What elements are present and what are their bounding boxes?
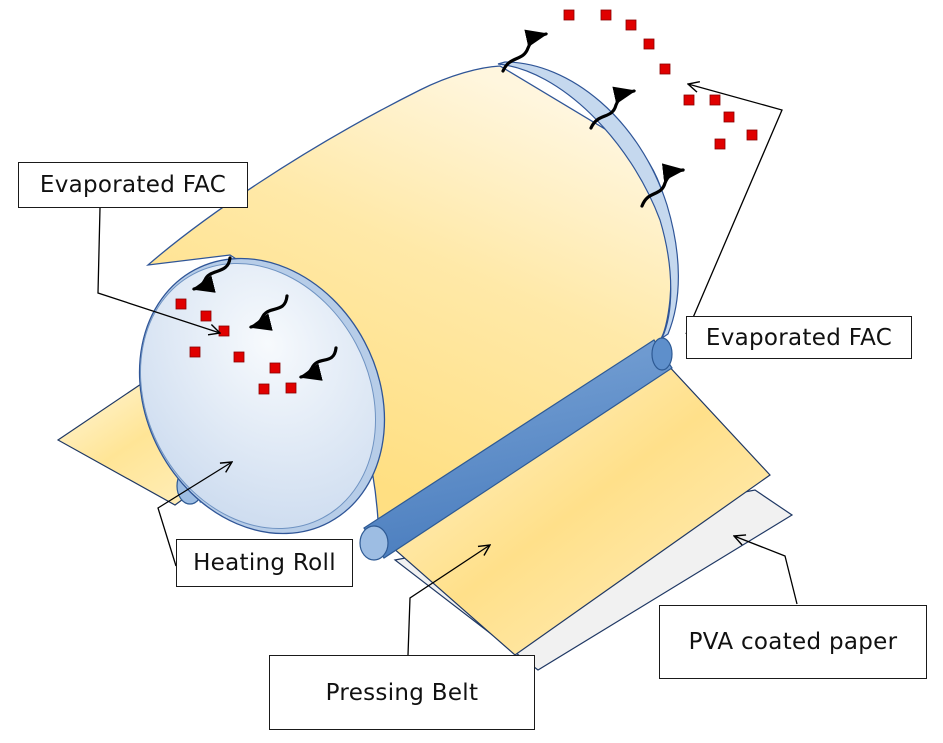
- leader-heating-roll: [157, 462, 232, 567]
- pressing-roller: [359, 337, 673, 561]
- leader-pressing-belt: [407, 545, 490, 656]
- fac-particle: [625, 19, 637, 31]
- fac-particle: [233, 351, 245, 363]
- evaporation-arrow-icon: [501, 29, 549, 73]
- label-pva-coated-paper: PVA coated paper: [659, 605, 927, 679]
- fac-particle: [746, 129, 758, 141]
- leader-evaporated-fac-right: [685, 84, 783, 335]
- fac-particle: [643, 38, 655, 50]
- fac-particle: [200, 310, 212, 322]
- fac-particle: [269, 362, 281, 374]
- fac-particle: [714, 138, 726, 150]
- fac-particle: [563, 9, 575, 21]
- fac-particle: [659, 63, 671, 75]
- label-text: PVA coated paper: [688, 629, 898, 655]
- evaporation-arrows-right: [501, 29, 686, 208]
- label-text: Evaporated FAC: [39, 172, 227, 198]
- fac-particle: [175, 298, 187, 310]
- label-evaporated-fac-right: Evaporated FAC: [686, 316, 912, 359]
- fac-particle: [683, 94, 695, 106]
- label-text: Pressing Belt: [325, 679, 479, 706]
- fac-particle: [600, 9, 612, 21]
- leader-pva-coated-paper: [734, 536, 798, 605]
- evaporation-arrow-icon: [589, 86, 637, 130]
- evaporation-arrows-left: [191, 256, 338, 381]
- fac-particle: [189, 346, 201, 358]
- leader-evaporated-fac-left: [97, 207, 220, 333]
- fac-particle: [723, 111, 735, 123]
- label-heating-roll: Heating Roll: [176, 539, 353, 587]
- fac-particles-left: [175, 298, 297, 395]
- fac-particle: [218, 325, 230, 337]
- leader-lines: [97, 84, 798, 656]
- fac-particles-right: [563, 9, 758, 150]
- fac-particle: [285, 382, 297, 394]
- evaporation-arrow-icon: [298, 346, 338, 381]
- label-pressing-belt: Pressing Belt: [269, 655, 535, 730]
- label-text: Heating Roll: [193, 550, 336, 576]
- evaporation-arrow-icon: [640, 163, 686, 208]
- fac-particle: [258, 383, 270, 395]
- evaporation-arrow-icon: [191, 256, 232, 293]
- label-evaporated-fac-left: Evaporated FAC: [18, 162, 248, 208]
- fac-particle: [709, 94, 721, 106]
- evaporation-arrow-icon: [248, 294, 289, 331]
- label-text: Evaporated FAC: [705, 324, 893, 351]
